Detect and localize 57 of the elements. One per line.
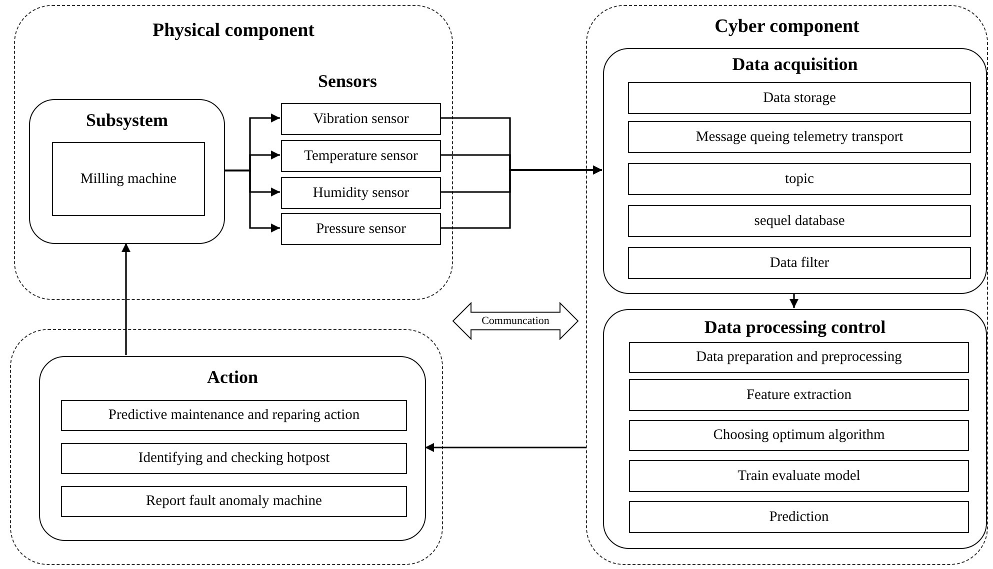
process-box	[629, 379, 969, 411]
rounded-box	[603, 309, 987, 549]
heading-text: Action	[206, 367, 259, 388]
process-box	[629, 420, 969, 451]
process-box	[628, 163, 971, 195]
box-label: Predictive maintenance and reparing action	[108, 407, 360, 424]
process-box	[628, 82, 971, 114]
arrow	[122, 243, 130, 355]
group-panel	[586, 5, 988, 565]
process-box	[61, 486, 407, 517]
box-label: Identifying and checking hotpost	[138, 450, 330, 467]
group-heading: Sensors	[318, 71, 378, 92]
box-label: Message queing telemetry transport	[696, 128, 904, 146]
process-box	[628, 205, 971, 237]
box-label: Choosing optimum algorithm	[713, 427, 885, 444]
box-label: Train evaluate model	[738, 468, 860, 484]
arrow	[425, 443, 586, 452]
heading-text: Physical component	[151, 20, 316, 42]
process-box	[281, 140, 441, 172]
heading-text: Data processing control	[703, 317, 887, 338]
process-box	[61, 400, 407, 431]
box-label: Pressure sensor	[316, 220, 406, 238]
process-box	[61, 443, 407, 474]
process-box	[628, 121, 971, 153]
heading-text: Cyber component	[714, 16, 860, 38]
box-label: Prediction	[769, 508, 829, 526]
box-outline	[10, 329, 443, 565]
rounded-box	[29, 99, 225, 244]
double-arrow-shape	[452, 302, 579, 340]
box-label: sequel database	[754, 212, 845, 230]
process-box	[281, 177, 441, 209]
process-box	[629, 501, 969, 533]
rounded-box	[603, 48, 987, 294]
box-label: Report fault anomaly machine	[146, 493, 322, 510]
box-label: Vibration sensor	[313, 110, 409, 128]
arrow	[790, 293, 798, 308]
process-box	[281, 213, 441, 245]
process-box	[52, 142, 205, 216]
arrow	[440, 166, 602, 229]
group-panel	[14, 5, 453, 300]
box-label: Data preparation and preprocessing	[696, 349, 902, 366]
box-label: Communcation	[482, 315, 550, 327]
process-box	[628, 247, 971, 279]
box-label: Data filter	[770, 254, 830, 272]
arrow	[224, 170, 280, 232]
box-label: Feature extraction	[746, 386, 852, 404]
process-box	[629, 342, 969, 373]
box-label: Temperature sensor	[304, 148, 418, 164]
box-label: Milling machine	[80, 170, 177, 188]
heading-text: Data acquisition	[731, 54, 859, 75]
rounded-box	[39, 356, 426, 541]
heading-text: Subsystem	[84, 110, 170, 131]
box-label: Data storage	[763, 90, 836, 106]
process-box	[281, 103, 441, 135]
box-label: Humidity sensor	[312, 184, 410, 202]
box-label: topic	[785, 170, 814, 188]
process-box	[629, 460, 969, 492]
